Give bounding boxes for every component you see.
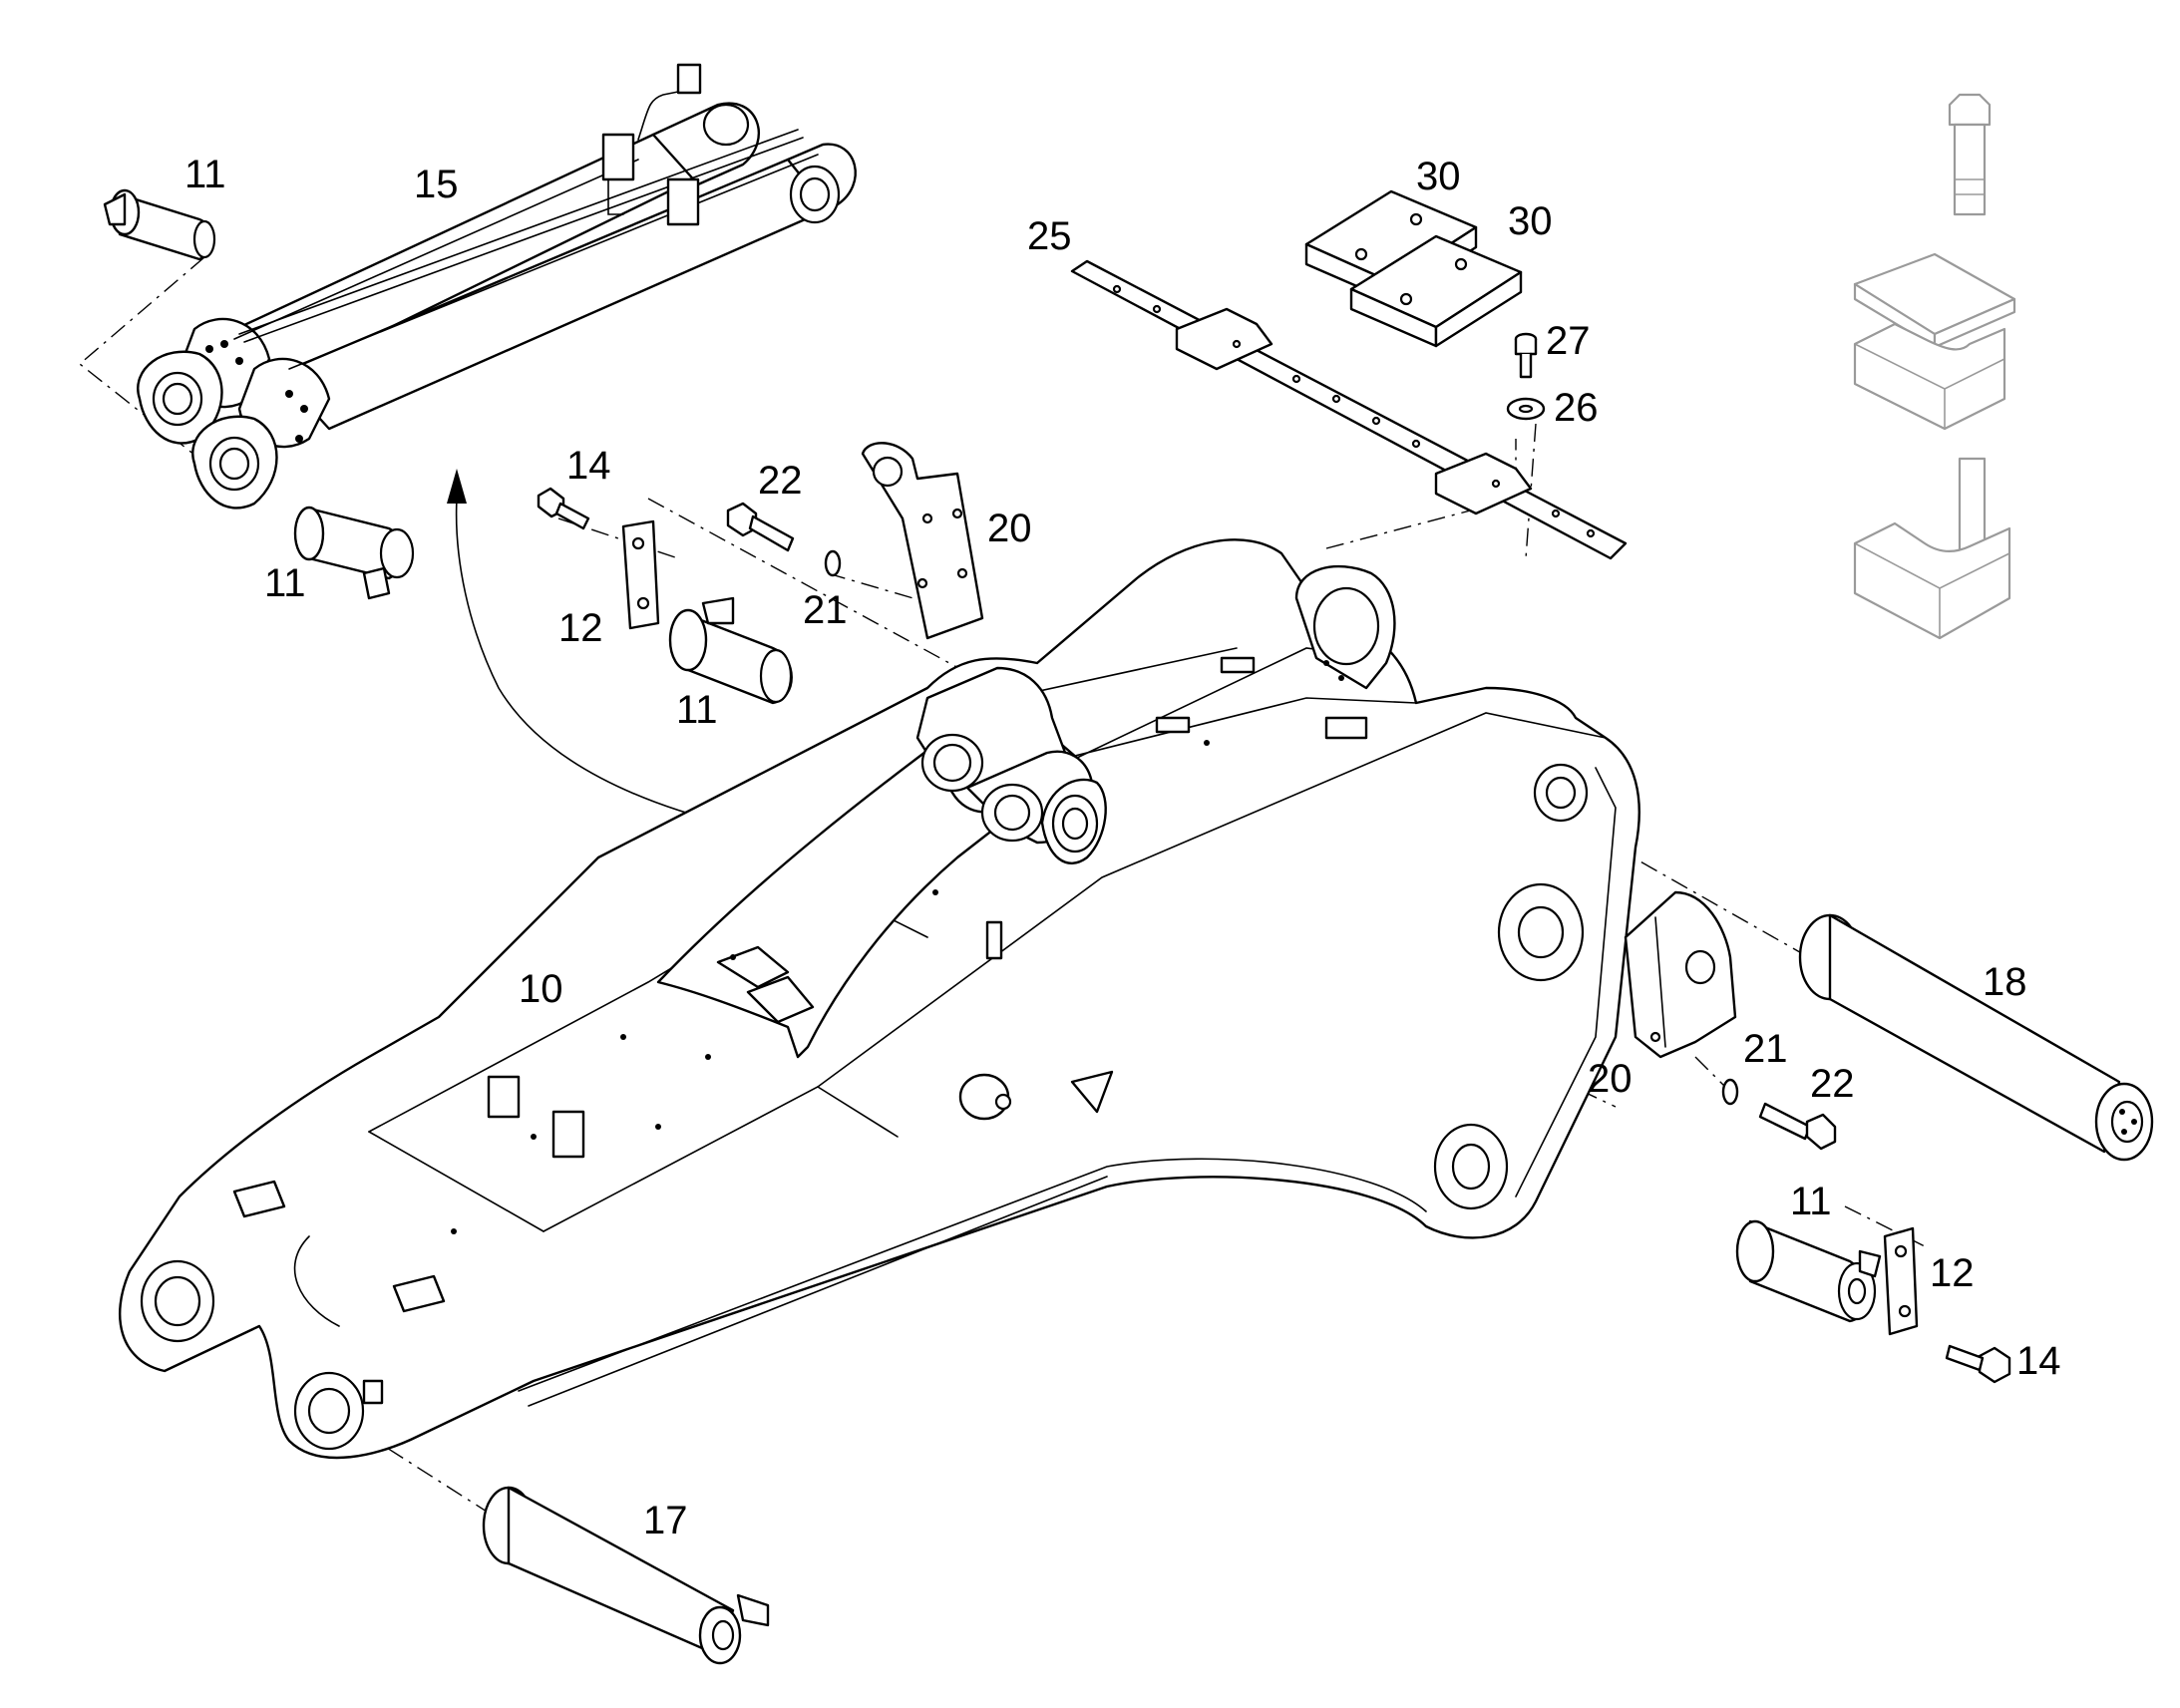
- callout-26: 26: [1554, 386, 1599, 430]
- pin-11-lower-left: [293, 506, 415, 600]
- plate-12-upper: [621, 519, 660, 630]
- pin-11-lower-right: [1735, 1219, 1882, 1323]
- pin-11-top: [103, 188, 216, 261]
- callout-30: 30: [1416, 155, 1461, 198]
- washer-26: [1506, 397, 1546, 421]
- callout-11: 11: [1790, 1180, 1832, 1223]
- callout-14: 14: [2016, 1339, 2061, 1383]
- bolt-22-upper: [726, 502, 795, 552]
- washer-21-lower: [1721, 1078, 1739, 1106]
- callout-30: 30: [1508, 199, 1553, 243]
- pin-11-center: [668, 596, 793, 705]
- callout-25: 25: [1027, 214, 1072, 258]
- callout-22: 22: [1810, 1062, 1855, 1106]
- bolt-14-lower: [1945, 1344, 2011, 1384]
- callout-22: 22: [758, 459, 803, 503]
- callout-20: 20: [1588, 1057, 1633, 1101]
- callout-17: 17: [643, 1499, 688, 1542]
- clamp-assembly-ghost: [1853, 93, 2016, 640]
- callout-12: 12: [558, 606, 603, 650]
- bolt-27: [1514, 332, 1538, 379]
- callout-10: 10: [519, 967, 563, 1011]
- callout-21: 21: [1743, 1027, 1788, 1071]
- callout-27: 27: [1546, 319, 1591, 363]
- callout-18: 18: [1983, 960, 2027, 1004]
- callout-21: 21: [803, 588, 848, 632]
- hydraulic-cylinders: [137, 63, 857, 510]
- strip-25: [1070, 259, 1628, 560]
- bracket-20-upper: [861, 442, 984, 640]
- boom-frame: [118, 538, 1640, 1460]
- bolt-14-upper: [537, 487, 590, 530]
- callout-15: 15: [414, 163, 459, 206]
- bolt-22-lower: [1758, 1102, 1837, 1151]
- bracket-20-lower: [1624, 890, 1737, 1059]
- callout-labels: 11 15 11 14 22 20 21 12 11 25 30 30 27 2…: [184, 153, 2061, 1542]
- plate-12-lower: [1883, 1226, 1919, 1336]
- pad-30-right: [1349, 234, 1523, 348]
- callout-20: 20: [987, 507, 1032, 550]
- callout-12: 12: [1930, 1251, 1975, 1295]
- pin-18: [1798, 913, 2154, 1162]
- callout-11: 11: [676, 688, 718, 732]
- callout-11: 11: [264, 561, 306, 605]
- washer-21-upper: [824, 549, 842, 577]
- callout-11: 11: [184, 153, 226, 196]
- callout-14: 14: [566, 444, 611, 488]
- pin-17: [482, 1486, 770, 1665]
